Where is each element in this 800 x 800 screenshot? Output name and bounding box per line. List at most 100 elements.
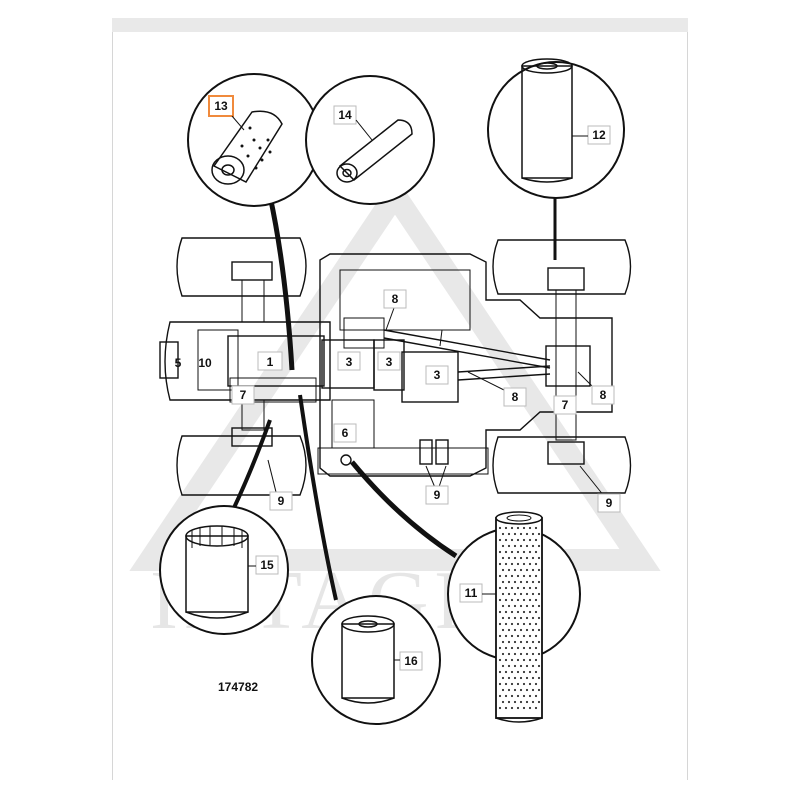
rear-axle-hub-left: [231, 427, 273, 447]
air-filter-14-body: [338, 119, 413, 182]
perforation-dot: [528, 622, 532, 626]
perforation-dot: [516, 634, 520, 638]
perforation-dot: [510, 550, 514, 554]
perforation-dot: [516, 610, 520, 614]
filter-12-body: [521, 65, 573, 179]
perforation-dot: [528, 574, 532, 578]
perforation-dot: [513, 688, 517, 692]
perforation-dot: [507, 616, 511, 620]
perforation-dot: [522, 694, 526, 698]
perforation-dot: [525, 700, 529, 704]
perforation-dot: [525, 640, 529, 644]
perforation-dot: [498, 610, 502, 614]
filter-16-top: [341, 615, 395, 633]
perforation-dot: [531, 556, 535, 560]
perforation-dot: [501, 604, 505, 608]
perforation-dot: [534, 622, 538, 626]
perforation-dot: [510, 598, 514, 602]
perforation-dot: [534, 694, 538, 698]
callout-6: 6: [342, 426, 349, 440]
perforation-dot: [537, 580, 541, 584]
perforation-dot: [501, 580, 505, 584]
perforation-dot: [531, 604, 535, 608]
perforation-dot: [531, 688, 535, 692]
perforation-dot: [504, 550, 508, 554]
perforation-dot: [528, 610, 532, 614]
leader-8a: [385, 307, 395, 331]
perforation-dot: [510, 526, 514, 530]
rear-right-wheel: [492, 436, 632, 494]
perforation-dot: [528, 526, 532, 530]
leader-9a: [267, 459, 277, 493]
perforation-dot: [519, 604, 523, 608]
perforation-dot: [519, 532, 523, 536]
perforation-dot: [519, 616, 523, 620]
perforation-dot: [498, 586, 502, 590]
perforation-dot: [504, 646, 508, 650]
callout-13-highlight[interactable]: [208, 95, 234, 117]
perforation-dot: [504, 670, 508, 674]
perforation-dot: [531, 700, 535, 704]
oil-filter-13-thread: [221, 164, 235, 176]
perforation-dot: [534, 538, 538, 542]
perforation-dot: [537, 592, 541, 596]
perforation-dot: [498, 538, 502, 542]
perforation-dot: [519, 700, 523, 704]
perforation-dot: [513, 568, 517, 572]
perforation-dot: [531, 532, 535, 536]
right-differential: [545, 345, 591, 387]
perforation-dot: [534, 670, 538, 674]
perforation-dot: [522, 550, 526, 554]
perforation-dot: [501, 568, 505, 572]
perforation-dot: [534, 574, 538, 578]
perforation-dot: [507, 688, 511, 692]
perforation-dot: [501, 652, 505, 656]
callout-9c: 9: [606, 496, 613, 510]
perforation-dot: [513, 604, 517, 608]
perforation-dot: [531, 544, 535, 548]
perforation-dot: [510, 682, 514, 686]
leader-9c: [579, 465, 605, 497]
perforation-dot: [528, 658, 532, 662]
perforation-dot: [516, 682, 520, 686]
perforation-dot: [498, 550, 502, 554]
perforation-dot: [510, 562, 514, 566]
perforation-dot: [537, 628, 541, 632]
perforation-dot: [498, 694, 502, 698]
callout-3a: 3: [346, 355, 353, 369]
leader-15: [230, 419, 272, 513]
engine-pulley: [159, 341, 179, 379]
plan-callouts: 1 3 3 3 5 10 6 7 7 8 8 8 9 9 9: [175, 289, 621, 513]
perforation-dot: [504, 694, 508, 698]
callout-9a: 9: [278, 494, 285, 508]
perforation-dot: [531, 676, 535, 680]
perforation-dot: [504, 658, 508, 662]
perforation-dot: [537, 676, 541, 680]
perforation-dot: [525, 688, 529, 692]
engine-sump: [229, 377, 317, 403]
perforation-dot: [528, 706, 532, 710]
perforation-dot: [531, 592, 535, 596]
perforation-dot: [534, 586, 538, 590]
callout-8c: 8: [600, 388, 607, 402]
detail-circle-13: 13: [187, 73, 321, 207]
perforation-dot: [498, 706, 502, 710]
perforation-dot: [510, 694, 514, 698]
perforation-dot: [501, 664, 505, 668]
detail-circle-14: 14: [305, 75, 435, 205]
perforation-dot: [513, 652, 517, 656]
perforation-dot: [537, 568, 541, 572]
chassis-frame: [319, 253, 613, 477]
drive-shaft-lower-b: [457, 373, 551, 381]
filter-15-top: [185, 525, 249, 547]
perforation-dot: [525, 652, 529, 656]
perforation-dot: [498, 634, 502, 638]
leader-11: [350, 460, 458, 559]
perforation-dot: [507, 664, 511, 668]
front-axle-hub: [231, 261, 273, 281]
perforation-dot: [531, 652, 535, 656]
perforation-dot: [528, 598, 532, 602]
perforation-dot: [504, 598, 508, 602]
perforation-dot: [498, 562, 502, 566]
perforation-dot: [537, 664, 541, 668]
